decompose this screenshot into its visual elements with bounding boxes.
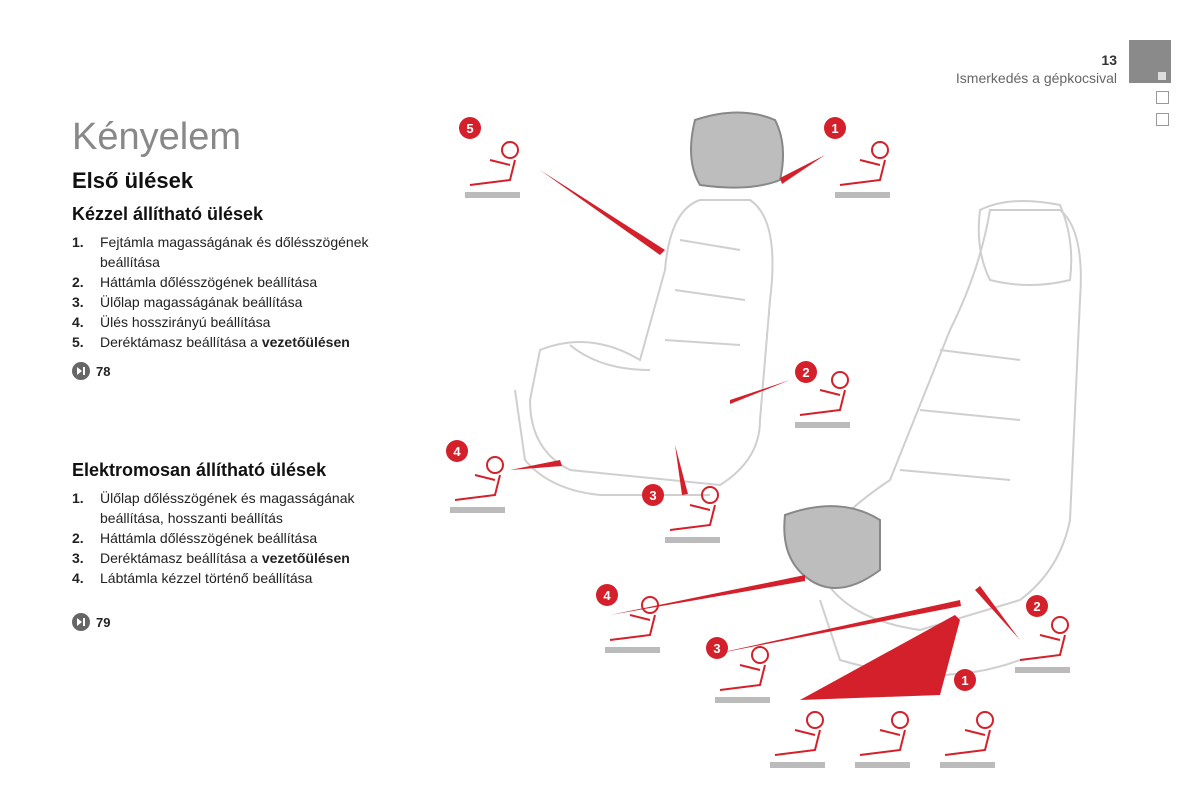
manual-adjustment-badges: 5 1 2 4 3 — [446, 117, 846, 506]
item-number: 4. — [72, 314, 84, 330]
item-number: 5. — [72, 334, 84, 350]
list-item: 2. Háttámla dőlésszögének beállítása — [72, 528, 412, 548]
item-number: 1. — [72, 490, 84, 506]
person-seat-icon — [605, 596, 660, 653]
item-text: Lábtámla kézzel történő beállítása — [100, 570, 313, 586]
item-text: Deréktámasz beállítása a — [100, 334, 262, 350]
electric-cushion — [783, 505, 881, 589]
manual-seats-heading: Kézzel állítható ülések — [72, 204, 264, 224]
manual-seat-drawing — [514, 199, 774, 496]
person-seat-icon — [1015, 616, 1070, 673]
person-seat-icon — [835, 141, 890, 198]
item-text: Háttámla dőlésszögének beállítása — [100, 530, 318, 546]
manual-headrest — [690, 111, 785, 189]
item-number: 1. — [72, 234, 84, 250]
person-seat-icon — [940, 711, 995, 768]
step-badge — [596, 584, 618, 606]
step-badge — [824, 117, 846, 139]
step-badge — [446, 440, 468, 462]
list-item: 3. Deréktámasz beállítása a vezetőülésen — [72, 548, 412, 568]
chapter-title: Ismerkedés a gépkocsival — [955, 70, 1117, 86]
item-text: Ülés hosszirányú beállítása — [100, 314, 271, 330]
electric-adjustment-badges: 4 2 3 1 — [596, 584, 1048, 691]
step-badge-label: 2 — [802, 365, 809, 380]
item-text: Fejtámla magasságának és dőlésszögének b… — [100, 234, 369, 270]
step-badge — [954, 669, 976, 691]
step-badge-label: 1 — [831, 121, 838, 136]
page-ref-number: 78 — [96, 363, 111, 379]
item-text: Háttámla dőlésszögének beállítása — [100, 274, 318, 290]
step-badge-label: 4 — [603, 588, 611, 603]
electric-seats-heading: Elektromosan állítható ülések — [72, 460, 327, 480]
step-badge — [1026, 595, 1048, 617]
page-title: Kényelem — [72, 116, 241, 158]
electric-seats-list: 1. Ülőlap dőlésszögének és magasságának b… — [72, 488, 412, 588]
chapter-tab-empty[interactable] — [1156, 113, 1169, 126]
item-text: Ülőlap magasságának beállítása — [100, 294, 303, 310]
item-number: 2. — [72, 274, 84, 290]
list-item: 4. Ülés hosszirányú beállítása — [72, 312, 412, 332]
person-seat-icon — [715, 646, 770, 703]
item-number: 3. — [72, 294, 84, 310]
person-seat-icon — [450, 456, 505, 513]
step-badge-label: 4 — [453, 444, 461, 459]
step-badge-label: 1 — [961, 673, 968, 688]
step-badge-label: 5 — [466, 121, 473, 136]
person-seat-icon — [770, 711, 825, 768]
page-reference[interactable]: 78 — [72, 362, 110, 380]
manual-seats-list: 1. Fejtámla magasságának és dőlésszögének… — [72, 232, 412, 352]
item-number: 3. — [72, 550, 84, 566]
list-item: 4. Lábtámla kézzel történő beállítása — [72, 568, 412, 588]
step-badge — [706, 637, 728, 659]
step-badge — [795, 361, 817, 383]
page-ref-icon — [72, 613, 90, 631]
electric-seat-drawing — [819, 200, 1082, 676]
list-item: 1. Ülőlap dőlésszögének és magasságának b… — [72, 488, 412, 528]
list-item: 5. Deréktámasz beállítása a vezetőülésen — [72, 332, 412, 352]
seated-person-icons — [450, 141, 1070, 768]
seat-illustration: 5 1 2 4 3 4 2 3 1 — [446, 111, 1082, 768]
item-number: 4. — [72, 570, 84, 586]
step-badge — [642, 484, 664, 506]
section-title: Első ülések — [72, 168, 194, 193]
step-badge-label: 2 — [1033, 599, 1040, 614]
person-seat-icon — [665, 486, 720, 543]
person-seat-icon — [855, 711, 910, 768]
step-badge-label: 3 — [649, 488, 656, 503]
list-item: 3. Ülőlap magasságának beállítása — [72, 292, 412, 312]
page-ref-icon — [72, 362, 90, 380]
person-seat-icon — [465, 141, 520, 198]
item-text-bold: vezetőülésen — [261, 334, 350, 350]
step-badge — [459, 117, 481, 139]
page-reference[interactable]: 79 — [72, 613, 110, 631]
person-seat-icon — [795, 371, 850, 428]
item-text: Deréktámasz beállítása a — [100, 550, 262, 566]
chapter-tab-empty[interactable] — [1156, 91, 1169, 104]
page-header: 13 Ismerkedés a gépkocsival — [956, 52, 1117, 86]
page-number: 13 — [1101, 52, 1117, 68]
list-item: 1. Fejtámla magasságának és dőlésszögének… — [72, 232, 412, 272]
page-ref-number: 79 — [96, 614, 111, 630]
item-number: 2. — [72, 530, 84, 546]
callout-lines — [510, 155, 1020, 700]
item-text-bold: vezetőülésen — [261, 550, 350, 566]
list-item: 2. Háttámla dőlésszögének beállítása — [72, 272, 412, 292]
active-tab-marker — [1158, 72, 1166, 80]
item-text: Ülőlap dőlésszögének és magasságának beá… — [100, 490, 355, 526]
step-badge-label: 3 — [713, 641, 720, 656]
